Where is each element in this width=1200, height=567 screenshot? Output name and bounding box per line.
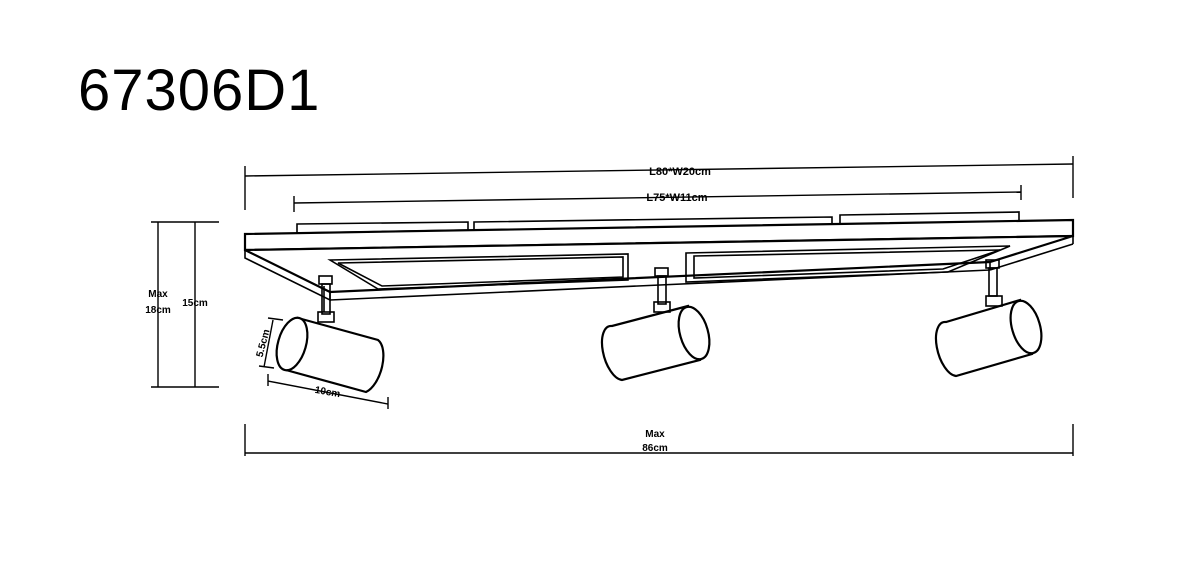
height-max-value: 18cm bbox=[145, 305, 171, 316]
ceiling-plate bbox=[243, 218, 1075, 302]
total-width-dimension: Max 86cm bbox=[244, 424, 1074, 456]
total-width-max-label: Max bbox=[645, 429, 665, 440]
overall-dimension-line: L80*W20cm bbox=[244, 156, 1074, 210]
model-number: 67306D1 bbox=[78, 58, 321, 123]
spotlight-right bbox=[934, 259, 1043, 378]
spot-length-label: 10cm bbox=[314, 385, 341, 400]
spot-length-dimension: 10cm bbox=[267, 374, 389, 409]
height-dimension: Max 18cm 15cm bbox=[145, 221, 219, 388]
spotlight-center bbox=[600, 267, 711, 382]
total-width-value: 86cm bbox=[642, 443, 668, 454]
spotlight-left bbox=[275, 275, 385, 394]
inner-dimension-label: L75*W11cm bbox=[646, 192, 707, 204]
overall-dimension-label: L80*W20cm bbox=[649, 166, 711, 178]
height-max-label: Max bbox=[148, 289, 168, 300]
inner-dimension-line: L75*W11cm bbox=[293, 185, 1022, 212]
spot-diameter-label: 5.5cm bbox=[255, 328, 273, 358]
height-body-label: 15cm bbox=[182, 298, 208, 309]
